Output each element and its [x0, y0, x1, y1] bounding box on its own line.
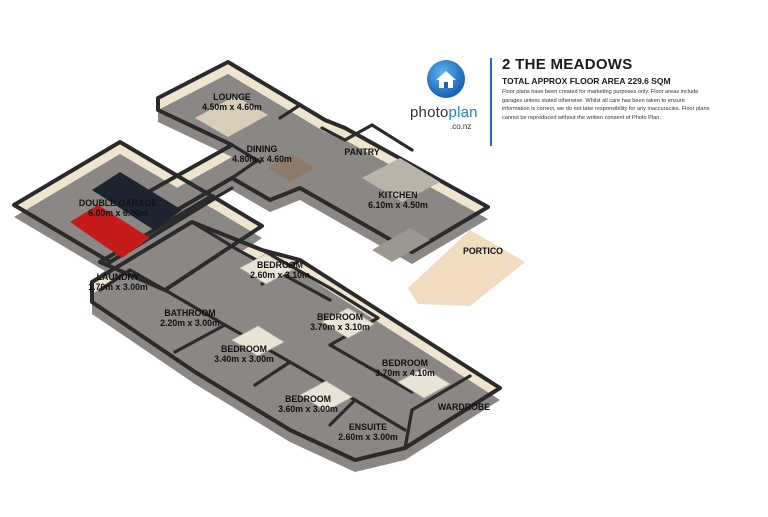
room-size: 2.20m x 3.00m — [160, 318, 220, 328]
room-name: PORTICO — [463, 246, 503, 256]
bed — [397, 367, 451, 399]
room-size: 3.40m x 3.00m — [214, 354, 274, 364]
room-name: DOUBLE GARAGE — [79, 198, 157, 208]
interior-wall — [163, 288, 227, 327]
room-size: 4.50m x 4.60m — [202, 102, 262, 112]
room-size: 2.60m x 3.00m — [338, 432, 398, 442]
furniture-and-fixtures — [70, 96, 451, 412]
interior-wall — [353, 398, 407, 432]
room-name: KITCHEN — [378, 190, 417, 200]
connector-block-wall-top — [98, 194, 264, 292]
room-name: PANTRY — [344, 147, 379, 157]
bed — [231, 325, 285, 357]
room-name: WARDROBE — [438, 402, 490, 412]
room-label-wardrobe: WARDROBE — [438, 402, 490, 412]
interior-wall — [253, 360, 292, 387]
kitchen-island — [362, 158, 440, 202]
interior-wall — [190, 220, 240, 252]
room-label-portico: PORTICO — [463, 246, 503, 256]
dining-table — [268, 154, 314, 182]
room-size: 2.60m x 3.10m — [250, 270, 310, 280]
room-name: DINING — [247, 144, 278, 154]
interior-wall — [230, 143, 262, 164]
portico-area — [408, 230, 525, 306]
interior-wall — [403, 408, 414, 450]
interior-wall — [98, 268, 132, 292]
portico-floor — [408, 230, 525, 306]
room-size: 3.70m x 3.10m — [310, 322, 370, 332]
bed — [321, 307, 375, 339]
room-name: BEDROOM — [221, 344, 267, 354]
car-red — [70, 205, 150, 258]
car-dark — [92, 172, 182, 230]
interior-wall — [320, 126, 347, 142]
bed — [299, 380, 353, 412]
room-name: BEDROOM — [317, 312, 363, 322]
interior-wall — [278, 103, 302, 120]
interior-wall — [328, 343, 414, 394]
room-name: BATHROOM — [164, 308, 215, 318]
lounge-sofa — [195, 96, 268, 137]
interior-wall — [410, 374, 472, 412]
interior-wall — [343, 123, 374, 142]
room-name: LOUNGE — [213, 92, 251, 102]
room-size: 1.70m x 3.00m — [88, 282, 148, 292]
room-name: BEDROOM — [257, 260, 303, 270]
room-name: BEDROOM — [285, 394, 331, 404]
room-size: 3.70m x 4.10m — [375, 368, 435, 378]
room-size: 6.00m x 6.00m — [88, 208, 148, 218]
interior-wall — [236, 248, 332, 302]
kitchen-bench — [372, 228, 430, 262]
interior-wall — [128, 268, 167, 292]
interior-wall — [173, 323, 227, 354]
interior-wall — [370, 123, 414, 152]
interior-wall — [213, 186, 234, 200]
room-size: 3.60m x 3.00m — [278, 404, 338, 414]
room-name: BEDROOM — [382, 358, 428, 368]
bed — [239, 253, 293, 285]
room-name: LAUNDRY — [97, 272, 140, 282]
interior-wall — [328, 286, 380, 320]
north-block-wall-top — [123, 60, 490, 254]
interior-wall — [230, 158, 260, 180]
room-size: 6.10m x 4.50m — [368, 200, 428, 210]
room-label-pantry: PANTRY — [344, 147, 379, 157]
room-name: ENSUITE — [349, 422, 387, 432]
interior-wall — [328, 398, 357, 427]
bedroom-wing-wall-side — [92, 234, 500, 472]
interior-wall — [260, 248, 332, 290]
room-size: 4.80m x 4.60m — [232, 154, 292, 164]
